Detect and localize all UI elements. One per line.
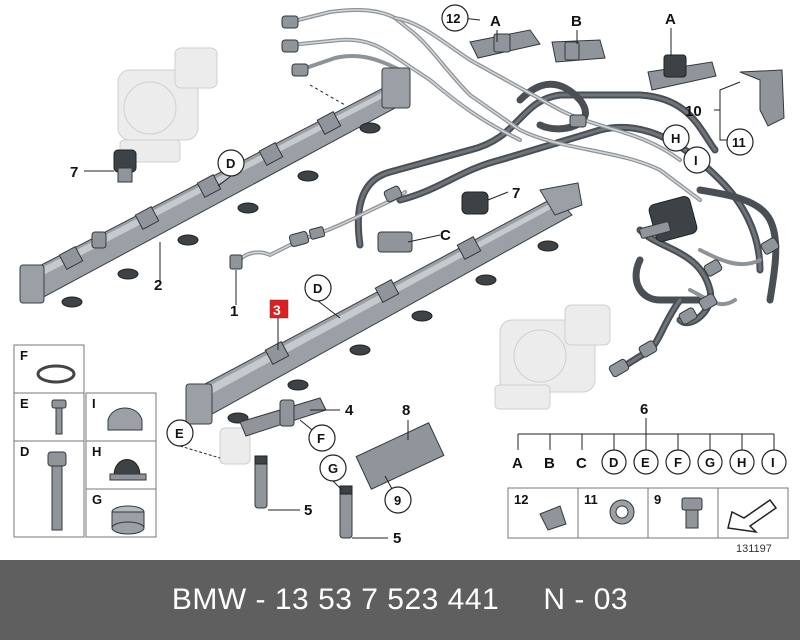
callout-H: H bbox=[671, 131, 680, 146]
ghost-high-pressure-pump-bottom bbox=[494, 304, 611, 410]
callout-11: 11 bbox=[732, 135, 746, 150]
letter-C: C bbox=[440, 227, 451, 244]
label-part-5-upper: 5 bbox=[304, 502, 312, 519]
legend-key-F: F bbox=[20, 348, 28, 363]
group6-D: D bbox=[609, 455, 618, 470]
legend-key-9: 9 bbox=[654, 492, 661, 507]
label-part-3: 3 bbox=[273, 302, 281, 318]
brackets-top bbox=[469, 29, 785, 127]
group6-C: C bbox=[576, 455, 587, 472]
bracket-letters: A B A C bbox=[440, 11, 676, 244]
letter-B: B bbox=[571, 13, 582, 30]
highlighted-part-3: 3 bbox=[269, 299, 289, 319]
fuel-rail-upper bbox=[19, 67, 411, 308]
legend-key-D: D bbox=[20, 444, 29, 459]
label-part-2: 2 bbox=[154, 277, 162, 294]
leader-lines bbox=[84, 17, 775, 539]
callout-D-lower: D bbox=[313, 281, 322, 296]
group6-I: I bbox=[771, 455, 775, 470]
callout-I: I bbox=[694, 153, 698, 168]
legend-key-E: E bbox=[20, 396, 29, 411]
label-part-8: 8 bbox=[402, 402, 410, 419]
ghost-high-pressure-pump-top bbox=[117, 47, 218, 163]
pipe-fittings bbox=[281, 15, 780, 378]
group6-E: E bbox=[641, 455, 650, 470]
callout-F: F bbox=[317, 431, 325, 446]
drawing-number: 131197 bbox=[736, 543, 772, 555]
callout-9: 9 bbox=[394, 493, 401, 508]
letter-A-2: A bbox=[665, 11, 676, 28]
label-part-1: 1 bbox=[230, 303, 238, 320]
legend-key-G: G bbox=[92, 492, 102, 507]
legend-key-I: I bbox=[92, 396, 96, 411]
group6-B: B bbox=[544, 455, 555, 472]
footer-code: N - 03 bbox=[543, 583, 629, 616]
group6-F: F bbox=[674, 455, 682, 470]
label-part-10: 10 bbox=[685, 103, 702, 120]
parts-diagram: 7 2 1 4 8 5 5 7 6 10 3 12 D D E F G 9 H … bbox=[13, 4, 789, 555]
callout-12: 12 bbox=[446, 11, 460, 26]
pressure-manifold-block bbox=[639, 196, 698, 242]
footer-part-number: 13 53 7 523 441 bbox=[274, 583, 500, 616]
legend-key-11: 11 bbox=[584, 492, 598, 507]
group6-A: A bbox=[512, 455, 523, 472]
sensors-and-brackets bbox=[113, 149, 489, 490]
callout-D-upper: D bbox=[226, 156, 235, 171]
group6-H: H bbox=[737, 455, 746, 470]
legend-left-grid: F E I D H G bbox=[13, 344, 157, 538]
footer-separator: - bbox=[246, 583, 275, 616]
letter-A-1: A bbox=[490, 13, 501, 30]
label-part-7-left: 7 bbox=[70, 164, 78, 181]
footer-gap bbox=[499, 583, 543, 617]
label-part-7-right: 7 bbox=[512, 185, 520, 202]
label-part-6: 6 bbox=[640, 401, 648, 418]
injectors bbox=[219, 397, 353, 539]
label-part-5-lower: 5 bbox=[393, 530, 401, 547]
legend-key-H: H bbox=[92, 444, 101, 459]
part-number-labels: 7 2 1 4 8 5 5 7 6 10 bbox=[70, 103, 702, 547]
fuel-rail-lower bbox=[185, 182, 583, 425]
circled-callouts: 12 D D E F G 9 H I 11 bbox=[166, 4, 754, 514]
footer-brand: BMW bbox=[171, 583, 247, 616]
callout-G: G bbox=[328, 461, 338, 476]
legend-bottom-grid: 12 11 9 131197 bbox=[507, 487, 789, 555]
legend-key-12: 12 bbox=[514, 492, 528, 507]
arrow-icon bbox=[727, 498, 778, 534]
label-part-4: 4 bbox=[345, 402, 354, 419]
group-6-letters: A B C D E F G H I bbox=[512, 449, 787, 475]
part-number-footer: BMW - 13 53 7 523 441 N - 03 bbox=[0, 560, 800, 640]
callout-E: E bbox=[175, 426, 184, 441]
group6-G: G bbox=[705, 455, 715, 470]
